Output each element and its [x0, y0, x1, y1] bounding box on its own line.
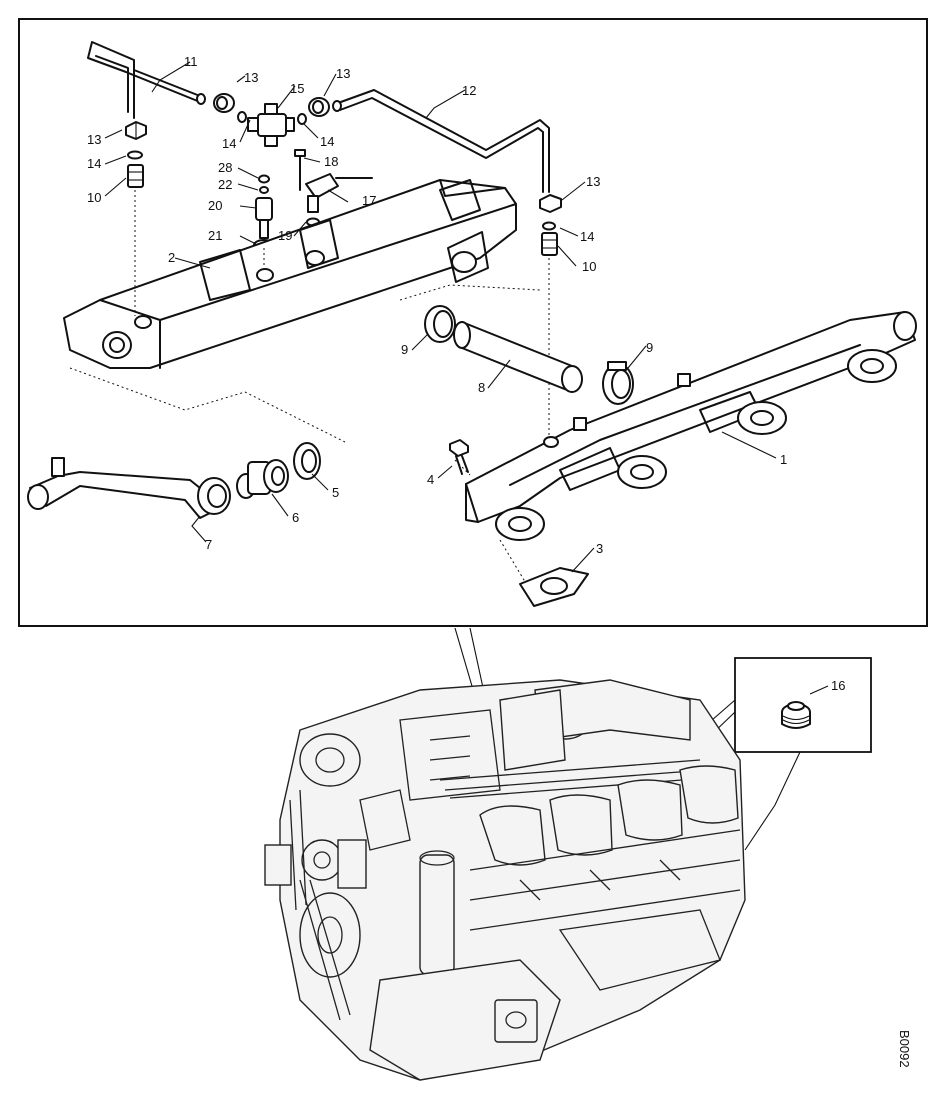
fitting-15	[247, 103, 295, 147]
engine-overview	[264, 679, 746, 1081]
nut-13-d	[539, 194, 562, 213]
callout-labels: 11 12 13 13 13 13 14 14 14 14 15 10 10 2…	[87, 54, 845, 693]
callout-4: 4	[427, 472, 434, 487]
callout-9-a: 9	[401, 342, 408, 357]
callout-15: 15	[290, 81, 304, 96]
washer-14-a	[127, 150, 143, 160]
callout-19: 19	[278, 228, 292, 243]
callout-14-b: 14	[222, 136, 236, 151]
manifold-1	[465, 311, 917, 541]
callout-11: 11	[184, 54, 198, 69]
callout-10-b: 10	[582, 259, 596, 274]
callout-13-d: 13	[586, 174, 600, 189]
washer-14-d	[542, 221, 556, 231]
gasket-3	[519, 567, 589, 607]
clamp-9-left	[424, 305, 456, 343]
callout-17: 17	[362, 193, 376, 208]
callout-10-a: 10	[87, 190, 101, 205]
callout-22: 22	[218, 177, 232, 192]
callout-28: 28	[218, 160, 232, 175]
washer-14-c	[297, 113, 307, 125]
union-10-b	[541, 232, 558, 256]
callout-16: 16	[831, 678, 845, 693]
callout-13-a: 13	[244, 70, 258, 85]
seal-22	[259, 186, 269, 194]
callout-7: 7	[205, 537, 212, 552]
callout-5: 5	[332, 485, 339, 500]
nut-13-b	[213, 93, 235, 113]
clamp-9-right	[602, 361, 634, 405]
callout-20: 20	[208, 198, 222, 213]
figure-code: B0092	[897, 1030, 912, 1068]
callout-13-c: 13	[336, 66, 350, 81]
callout-8: 8	[478, 380, 485, 395]
nut-13-a	[125, 121, 147, 140]
callout-18: 18	[324, 154, 338, 169]
manifold-2	[63, 179, 517, 369]
callout-21: 21	[208, 228, 222, 243]
seal-5	[293, 442, 321, 480]
callout-leaders	[104, 61, 829, 695]
pipe-12	[332, 89, 550, 193]
callout-14-d: 14	[580, 229, 594, 244]
callout-13-b: 13	[87, 132, 101, 147]
sensor-20	[255, 197, 273, 239]
screw-18	[294, 149, 306, 191]
union-10-a	[127, 164, 144, 188]
seal-28	[258, 174, 270, 184]
callout-14-c: 14	[320, 134, 334, 149]
assembly-guides	[69, 190, 550, 591]
sleeve-8	[453, 321, 583, 393]
bolt-4	[449, 439, 469, 475]
pipe-7	[27, 457, 231, 519]
nut-13-c	[308, 97, 330, 117]
union-6	[236, 459, 289, 499]
pipe-11	[87, 41, 206, 119]
sensor-17	[305, 173, 373, 213]
callout-3: 3	[596, 541, 603, 556]
callout-12: 12	[462, 83, 476, 98]
callout-2: 2	[168, 250, 175, 265]
washer-14-b	[237, 111, 247, 123]
plug-16	[781, 701, 811, 729]
callout-6: 6	[292, 510, 299, 525]
callout-14-a: 14	[87, 156, 101, 171]
callout-1: 1	[780, 452, 787, 467]
callout-9-b: 9	[646, 340, 653, 355]
